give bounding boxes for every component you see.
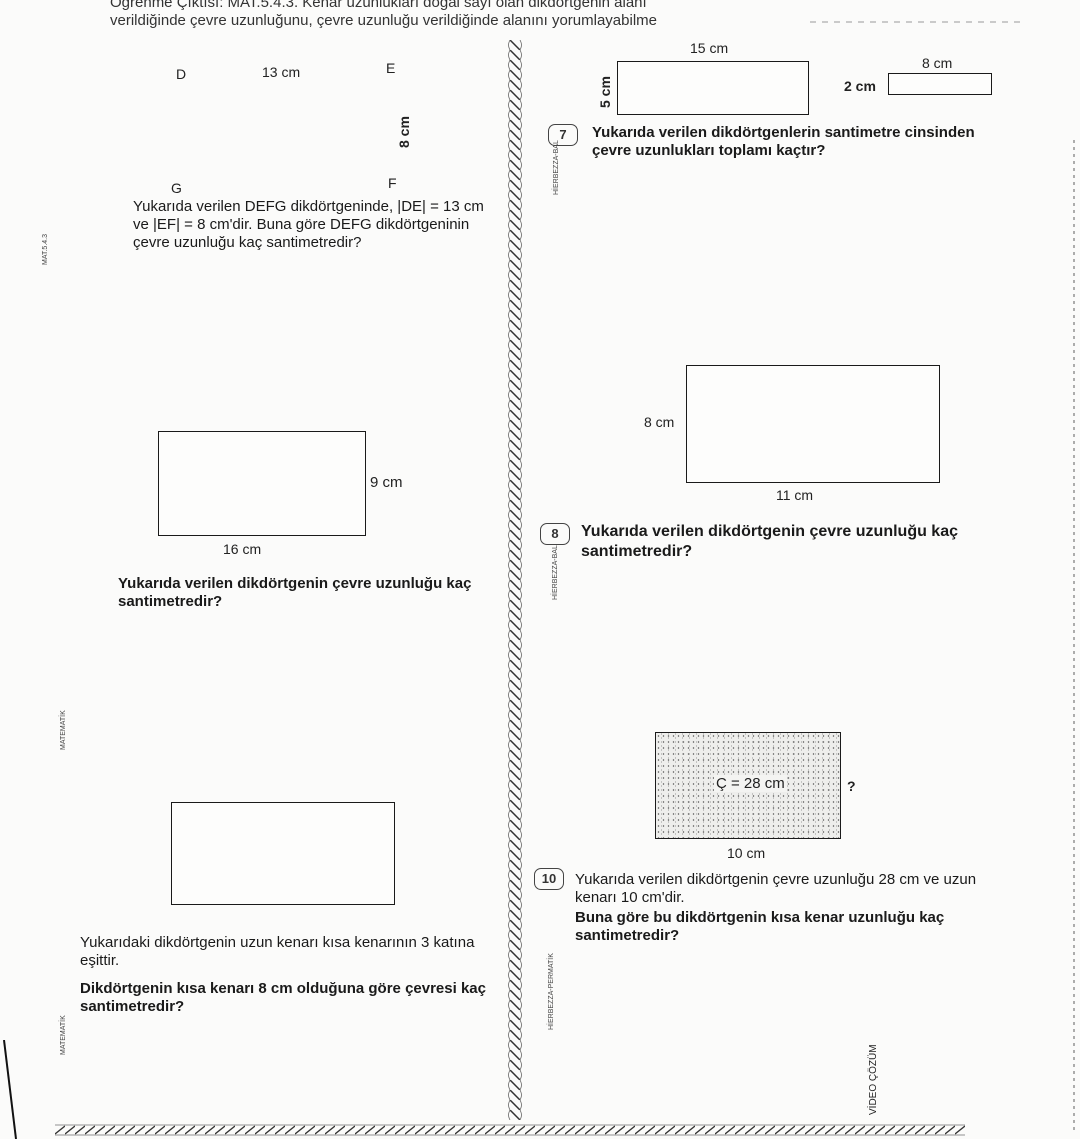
q4-rect1-width: 15 cm <box>690 40 729 56</box>
left-edge-mark <box>3 1040 17 1139</box>
q3-line1: Yukarıdaki dikdörtgenin uzun kenarı kısa… <box>80 934 475 969</box>
q2-height-label: 9 cm <box>370 474 403 491</box>
q6-rectangle: Ç = 28 cm <box>655 732 841 839</box>
q1-side-label: 8 cm <box>396 116 412 148</box>
side-code-3: HİERBEZZA-PERMATİK <box>548 953 555 1030</box>
q6-inner-label: Ç = 28 cm <box>714 775 787 792</box>
vertex-e: E <box>386 60 396 76</box>
side-code-1: MAT.5.4.3 <box>42 234 49 265</box>
q5-text: Yukarıda verilen dikdörtgenin çevre uzun… <box>581 523 958 560</box>
q5-width-label: 11 cm <box>776 487 814 503</box>
vertex-d: D <box>176 66 187 82</box>
side-code-5: MATEMATİK <box>60 1015 67 1055</box>
q4-rect2-width: 8 cm <box>922 55 953 71</box>
q2-width-label: 16 cm <box>223 541 262 557</box>
column-divider <box>508 40 522 1120</box>
side-code-4: MATEMATİK <box>60 710 67 750</box>
q6-line2: Buna göre bu dikdörtgenin kısa kenar uzu… <box>575 909 945 944</box>
vertex-g: G <box>171 180 182 196</box>
q3-line2: Dikdörtgenin kısa kenarı 8 cm olduğuna g… <box>80 980 486 1015</box>
q6-side-label: ? <box>847 778 856 794</box>
q4-rect2-height: 2 cm <box>844 78 876 94</box>
q2-rectangle <box>158 431 366 536</box>
side-code-2b: HİERBEZZA-BAL <box>552 545 559 600</box>
vertex-f: F <box>388 175 397 191</box>
learning-outcome-line2: verildiğinde çevre uzunluğunu, çevre uzu… <box>110 12 657 29</box>
video-solution-label[interactable]: VİDEO ÇÖZÜM <box>868 1044 879 1115</box>
q3-rectangle <box>171 802 395 905</box>
q4-rect2 <box>888 73 992 95</box>
q4-rect1 <box>617 61 809 115</box>
q4-text: Yukarıda verilen dikdörtgenlerin santime… <box>592 124 975 159</box>
q1-text: Yukarıda verilen DEFG dikdörtgeninde, |D… <box>133 198 484 251</box>
q6-line1: Yukarıda verilen dikdörtgenin çevre uzun… <box>575 871 977 906</box>
q2-text: Yukarıda verilen dikdörtgenin çevre uzun… <box>118 575 472 610</box>
side-code-2: HİERBEZZA-BAL <box>553 140 560 195</box>
q5-height-label: 8 cm <box>644 414 675 430</box>
q1-top-label: 13 cm <box>262 64 301 80</box>
q4-rect1-height: 5 cm <box>597 76 613 108</box>
header-dashes <box>810 21 1025 23</box>
bottom-divider <box>55 1124 965 1136</box>
q5-rectangle <box>686 365 940 483</box>
learning-outcome-line1: Öğrenme Çıktısı: MAT.5.4.3. Kenar uzunlu… <box>110 0 647 11</box>
q4-number-badge: 7 <box>548 124 578 146</box>
q6-width-label: 10 cm <box>727 845 766 861</box>
q5-number-badge: 8 <box>540 523 570 545</box>
q6-number-badge: 10 <box>534 868 564 890</box>
page-edge-mark <box>1073 140 1075 1130</box>
